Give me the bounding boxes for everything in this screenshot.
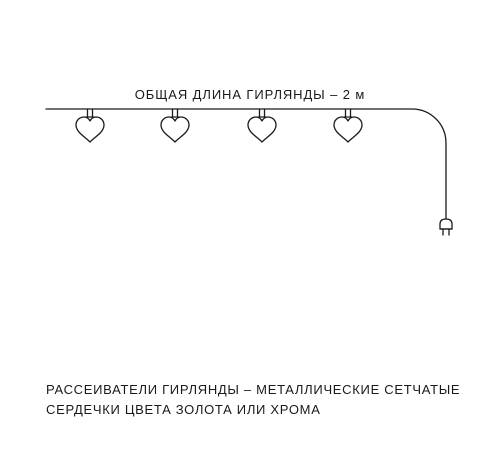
plug-icon [439,218,453,236]
garland-wire [45,108,447,220]
garland-caption: РАССЕИВАТЕЛИ ГИРЛЯНДЫ – МЕТАЛЛИЧЕСКИЕ СЕ… [46,380,486,420]
garland-diagram [45,108,453,236]
caption-line-1: РАССЕИВАТЕЛИ ГИРЛЯНДЫ – МЕТАЛЛИЧЕСКИЕ СЕ… [46,382,461,397]
heart-icon [75,108,105,143]
heart-icon [333,108,363,143]
caption-line-2: СЕРДЕЧКИ ЦВЕТА ЗОЛОТА ИЛИ ХРОМА [46,402,321,417]
heart-icon [160,108,190,143]
garland-length-label: ОБЩАЯ ДЛИНА ГИРЛЯНДЫ – 2 м [134,87,366,102]
heart-icon [247,108,277,143]
